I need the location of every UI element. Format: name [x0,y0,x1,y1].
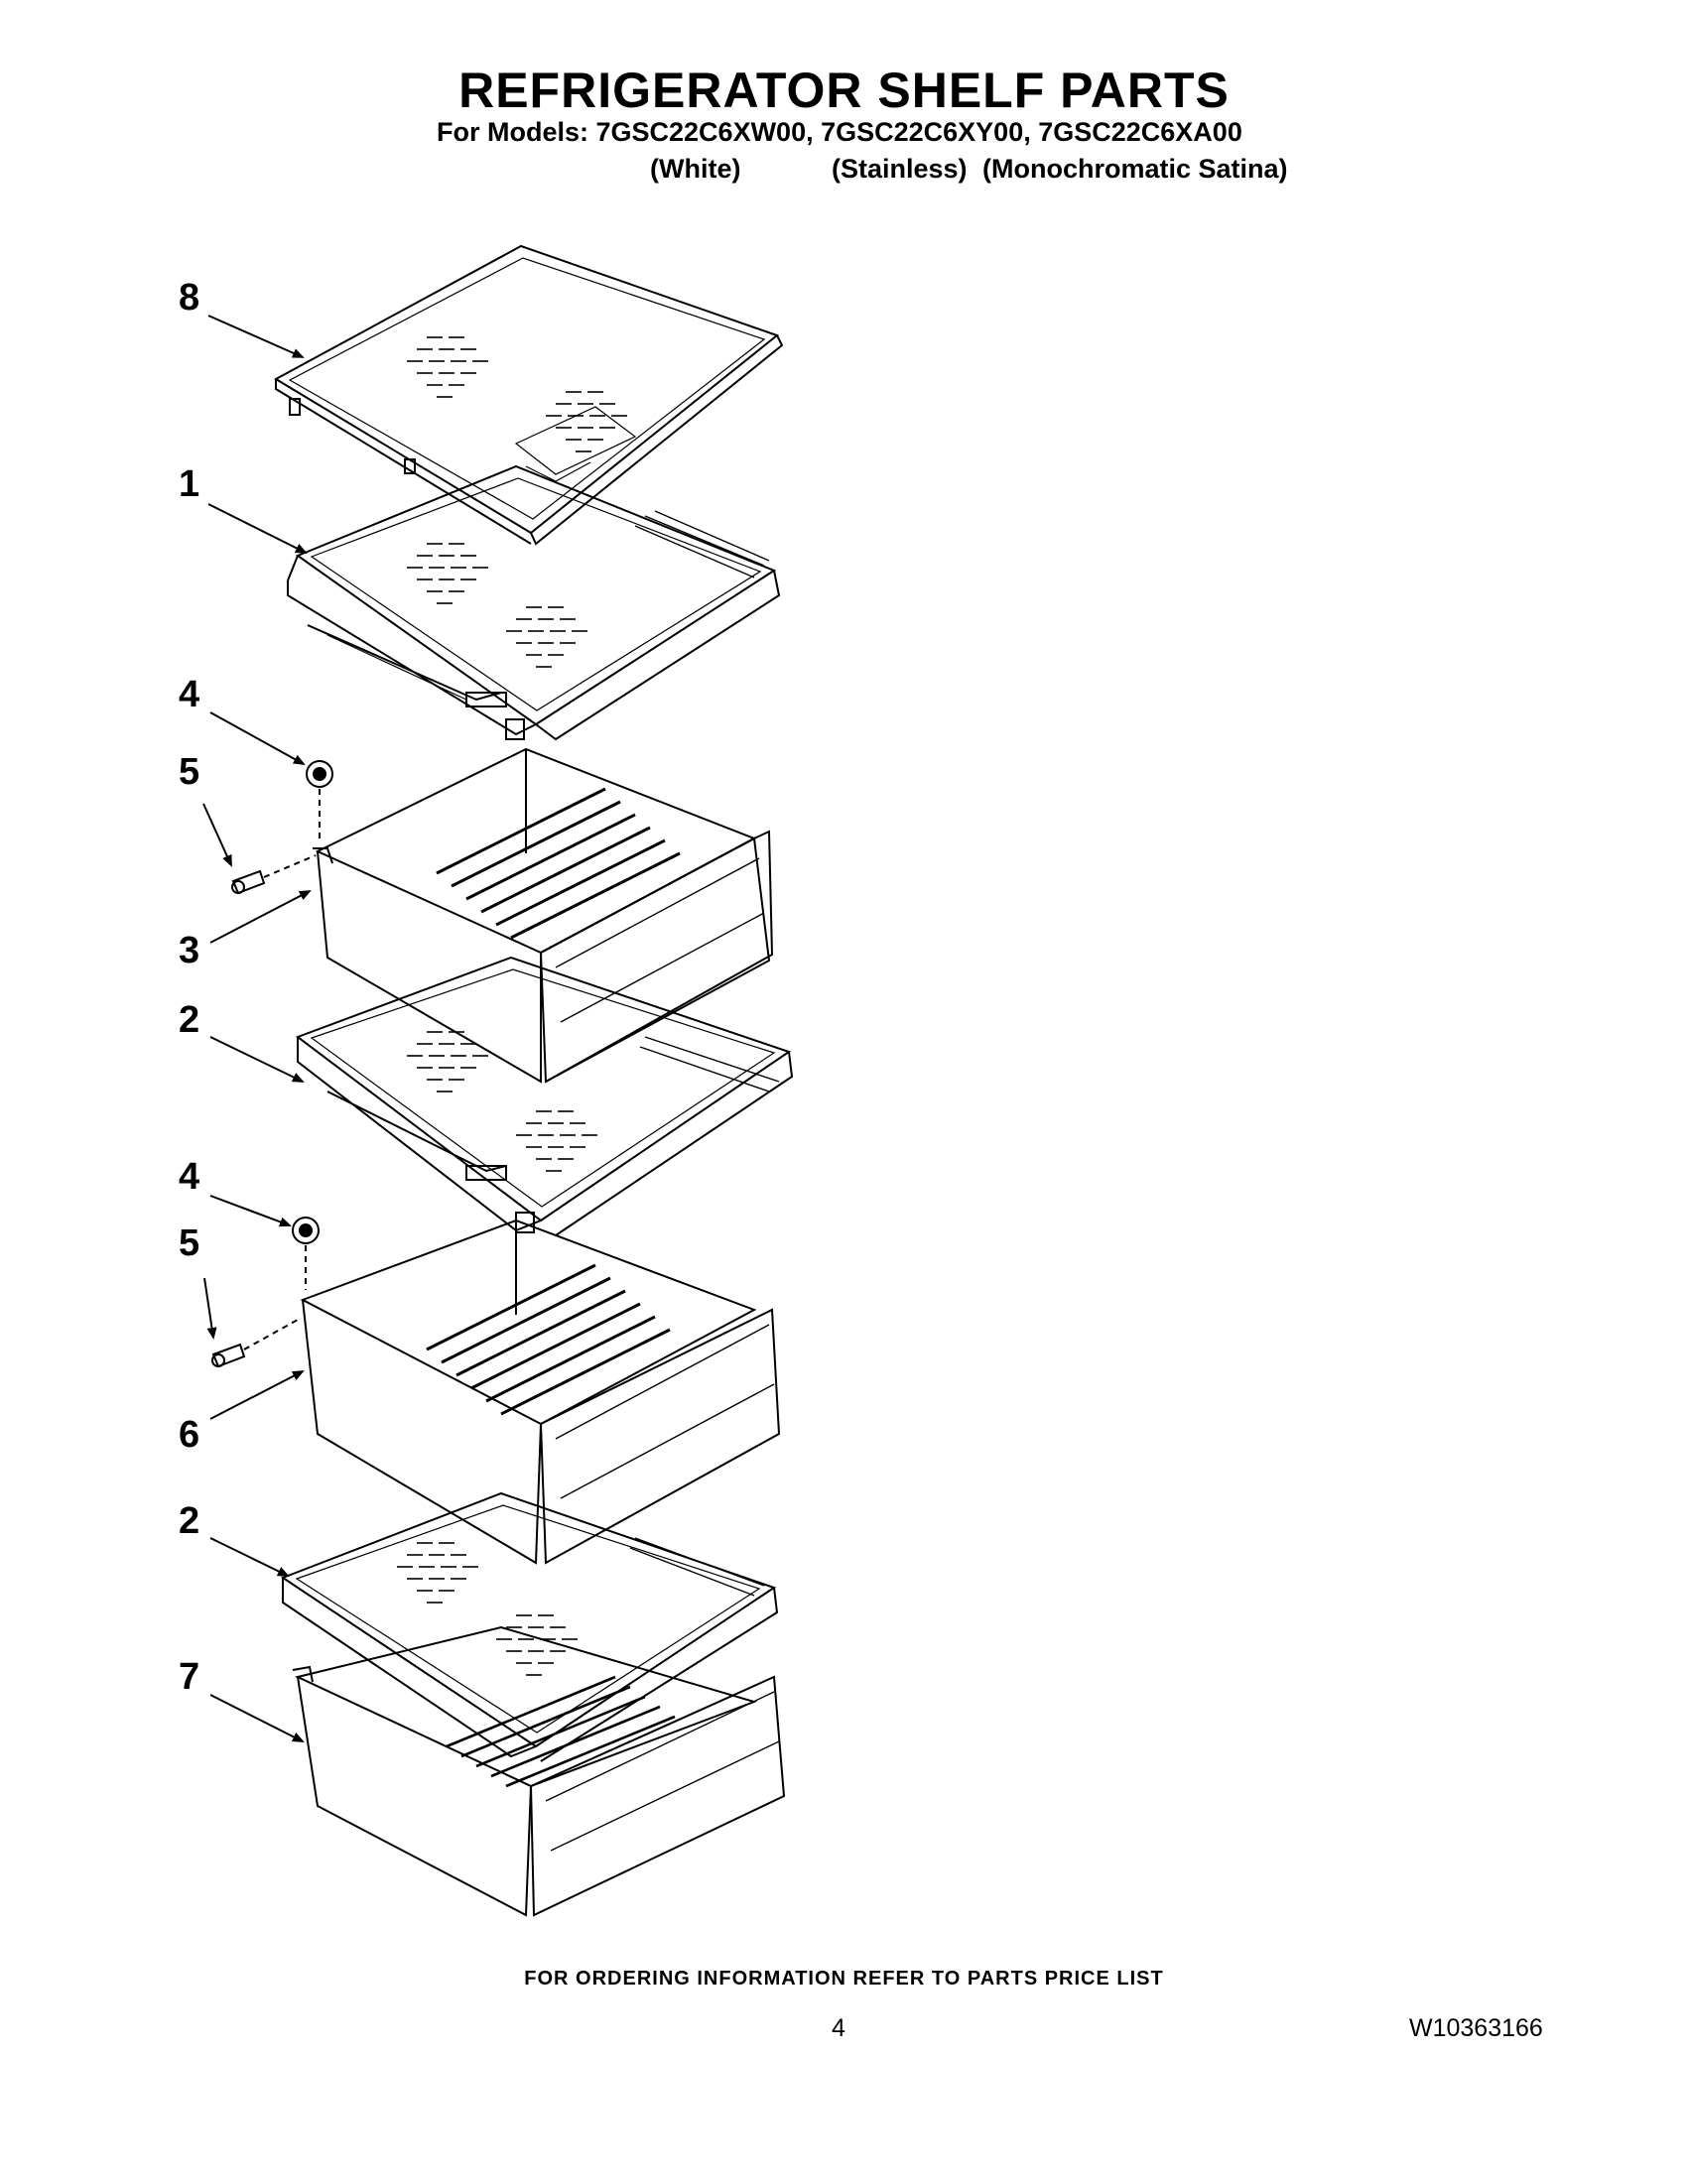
part-1-shelf [287,464,781,741]
part-5-screw-lower [211,1319,299,1368]
callout-label: 2 [179,1500,199,1542]
variant-monochromatic-satina: (Monochromatic Satina) [982,154,1288,184]
callout-label: 4 [179,674,199,715]
part-4-roller-lower [292,1217,320,1290]
part-2-shelf-middle [295,956,794,1236]
leader-arrow [209,711,306,765]
models-line: For Models: 7GSC22C6XW00, 7GSC22C6XY00, … [437,117,1242,147]
leader-arrow [207,315,305,358]
leader-arrow [209,1694,305,1742]
leader-arrow [202,803,232,867]
ordering-info-note: FOR ORDERING INFORMATION REFER TO PARTS … [524,1968,1164,1990]
callout-label: 4 [179,1156,199,1198]
part-3-upper-crisper-drawer [313,747,774,1084]
callout-label: 1 [179,463,199,505]
page-title: REFRIGERATOR SHELF PARTS [458,63,1230,118]
callout-label: 7 [179,1656,199,1698]
part-5-screw-upper [231,854,317,895]
variant-white: (White) [650,154,741,184]
callout-label: 8 [179,277,199,319]
page-number: 4 [832,2014,845,2042]
leader-arrow [209,1036,305,1083]
leader-arrow [203,1277,217,1340]
callout-label: 5 [179,751,199,793]
callouts: 8 1 4 5 3 2 4 5 6 2 7 [179,277,312,1742]
callout-label: 6 [179,1414,199,1456]
leader-arrow [209,890,312,944]
document-number: W10363166 [1409,2014,1543,2042]
leader-arrow [209,1370,305,1420]
leader-arrow [209,1537,290,1577]
part-8-top-shelf [273,244,784,546]
variant-stainless: (Stainless) [832,154,968,184]
leader-arrow [209,1195,292,1227]
callout-label: 2 [179,999,199,1041]
part-4-roller-upper [306,760,333,838]
leader-arrow [207,503,308,554]
part-6-lower-crisper-drawer [300,1219,781,1565]
part-2-shelf-lower [280,1491,779,1762]
part-7-bottom-pan [292,1625,786,1917]
callout-label: 3 [179,930,199,971]
callout-label: 5 [179,1222,199,1264]
